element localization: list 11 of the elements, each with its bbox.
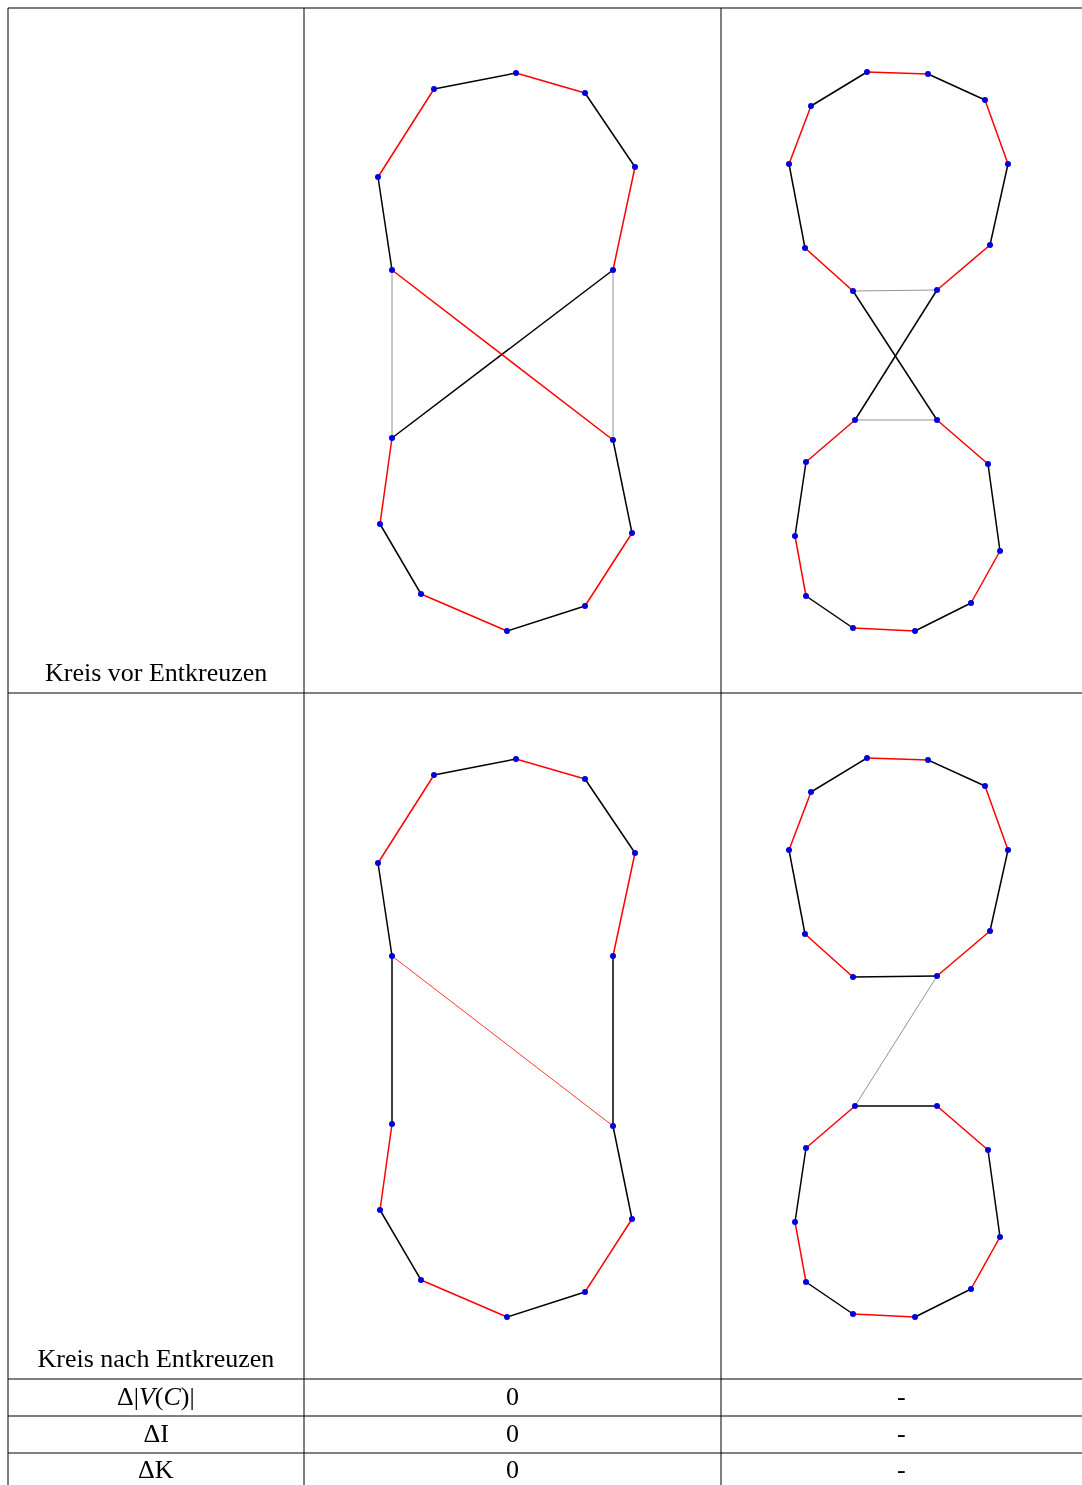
value-text: - [897,1382,906,1412]
row-header: Δ|V(C)| [117,1382,195,1412]
value-text: - [897,1419,906,1449]
value-text: - [897,1455,906,1485]
row-header: Kreis vor Entkreuzen [45,658,268,688]
row-header: ΔI [143,1419,169,1449]
value-text: 0 [506,1419,519,1449]
value-text: 0 [506,1455,519,1485]
row-header: ΔK [138,1455,174,1485]
value-text: 0 [506,1382,519,1412]
row-header: Kreis nach Entkreuzen [37,1344,275,1374]
